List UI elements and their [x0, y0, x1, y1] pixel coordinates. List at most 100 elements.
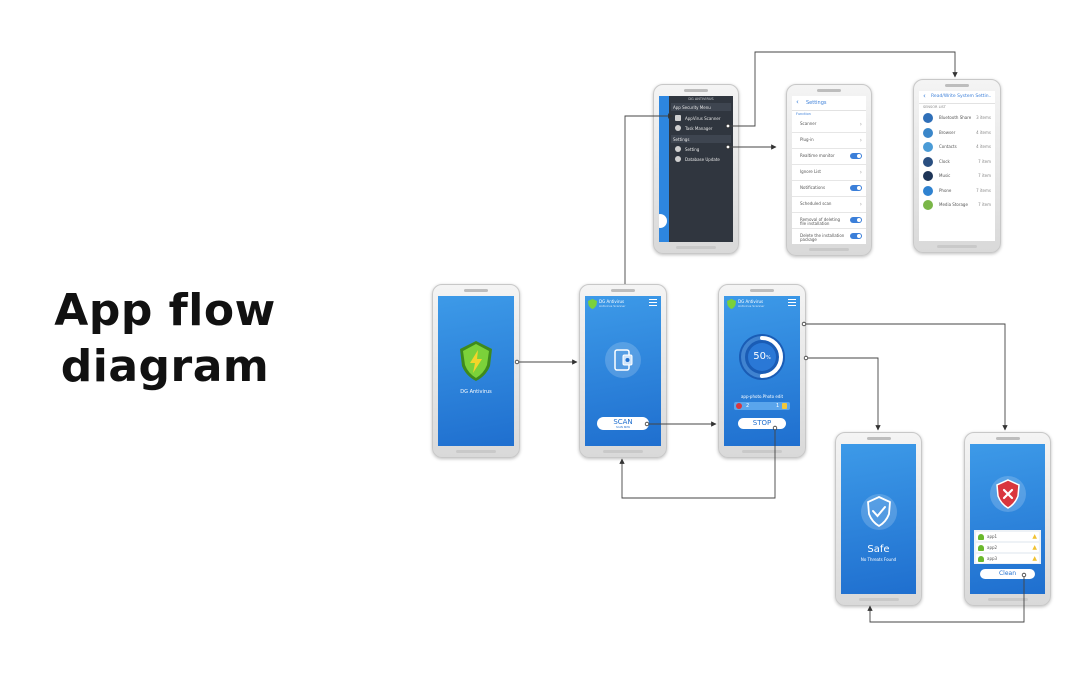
rw-row-count: 4 items — [976, 129, 991, 135]
threat-icon — [736, 403, 742, 409]
settings-row-label: Realtime monitor — [800, 153, 835, 158]
warning-icon: ▲ — [1032, 555, 1037, 562]
rw-row-label: Bluetooth Share — [939, 115, 972, 120]
phone-splash: DG Antivirus — [432, 284, 520, 458]
android-icon — [978, 544, 984, 551]
back-icon[interactable]: ‹ — [923, 92, 926, 100]
chevron-right-icon: › — [859, 169, 862, 176]
stop-label: STOP — [752, 419, 772, 427]
check-shield-icon — [861, 494, 897, 530]
settings-row[interactable]: Scanner› — [792, 118, 866, 133]
app-icon — [923, 127, 933, 138]
app-logo-icon — [727, 299, 736, 309]
warning-icon: ▲ — [1032, 533, 1037, 540]
splash-app-name: DG Antivirus — [460, 389, 492, 395]
settings-row-label: Notifications — [800, 185, 826, 190]
percent-value: 50 — [753, 351, 766, 362]
warning-icon: ▲ — [1032, 544, 1037, 551]
infected-app-row[interactable]: app2▲ — [976, 543, 1039, 552]
toggle-switch[interactable] — [850, 217, 862, 223]
settings-header: ‹ Settings — [792, 96, 866, 111]
menu-item-appvirus-scanner[interactable]: AppVirus Scanner — [673, 114, 729, 124]
rw-row-label: Music — [939, 173, 951, 178]
scanning-header: DG Antivirus — [738, 299, 764, 304]
scan-button[interactable]: SCAN SCAN NOW — [597, 417, 649, 430]
phone-settings: ‹ Settings Function Scanner›Plug-in› Real… — [786, 84, 872, 256]
settings-row[interactable]: Plug-in› — [792, 134, 866, 149]
menu-item-setting[interactable]: Setting — [673, 145, 729, 155]
threats-screen: app1▲ app2▲ app3▲ Clean — [970, 444, 1045, 594]
menu-header: DG ANTIVIRUS — [688, 97, 714, 101]
settings-section: Function — [796, 112, 811, 116]
clean-label: Clean — [998, 570, 1017, 577]
settings-row[interactable]: Scheduled scan› — [792, 198, 866, 213]
infected-app-row[interactable]: app1▲ — [976, 532, 1039, 541]
settings-row-label: Delete the installation package — [800, 233, 845, 242]
title-line2: diagram — [60, 341, 270, 392]
settings-row[interactable]: Realtime monitor — [792, 150, 866, 165]
settings-row[interactable]: Notifications — [792, 182, 866, 197]
current-file: app-photo.Photo edit — [740, 394, 784, 399]
rw-title: Read/Write System Settin.. — [931, 94, 992, 99]
settings-row[interactable]: Ignore List › — [792, 166, 866, 181]
rw-row[interactable]: Browser 4 items — [919, 126, 995, 140]
file-count: 1 — [776, 403, 780, 409]
rw-row-count: 3 items — [976, 115, 991, 120]
app-icon — [923, 142, 933, 152]
back-icon[interactable]: ‹ — [796, 98, 799, 106]
rw-row[interactable]: Bluetooth Share 3 items — [919, 111, 995, 125]
device-scan-icon — [605, 342, 641, 378]
menu-item-task-manager[interactable]: Task Manager — [673, 124, 729, 134]
menu-section-settings: Settings — [671, 135, 731, 143]
menu-item-database-update[interactable]: Database Update — [673, 155, 729, 165]
toggle-switch[interactable] — [850, 185, 862, 191]
settings-title: Settings — [806, 100, 827, 106]
settings-row[interactable]: Delete the installation package — [792, 230, 866, 244]
toggle-switch[interactable] — [850, 233, 862, 239]
menu-section-security: App Security Menu — [671, 103, 731, 111]
progress-percent: 50% — [738, 352, 786, 363]
scanning-screen: DG Antivirus Antivirus Scanner 50% app-p… — [724, 296, 800, 446]
rw-row-label: Browser — [939, 129, 956, 135]
rw-row-count: 4 items — [976, 144, 991, 149]
android-icon — [978, 533, 984, 540]
app-icon — [923, 156, 933, 167]
menu-icon[interactable] — [649, 299, 657, 306]
connector-scanning-safe — [806, 357, 881, 431]
gear-icon — [675, 146, 681, 152]
infected-app-row[interactable]: app3▲ — [976, 554, 1039, 563]
toggle-switch[interactable] — [850, 153, 862, 159]
lightning-shield-icon — [460, 341, 492, 381]
app-icon — [923, 185, 933, 196]
menu-icon[interactable] — [788, 299, 796, 306]
phone-menu: DG ANTIVIRUS App Security Menu AppVirus … — [653, 84, 739, 254]
infected-app-list: app1▲ app2▲ app3▲ — [974, 530, 1041, 564]
stop-button[interactable]: STOP — [738, 418, 786, 429]
clean-button[interactable]: Clean — [980, 569, 1035, 579]
title-line1: App flow — [54, 285, 276, 336]
threat-count: 2 — [746, 403, 750, 409]
rw-row-label: Clock — [939, 158, 950, 164]
rw-section: SENSOR LIST — [923, 105, 946, 109]
settings-row-label: Removal of deleting file installation — [800, 217, 841, 226]
app-logo-icon — [588, 299, 597, 309]
connector-scanning-threats — [804, 323, 1008, 431]
app-icon — [923, 113, 933, 123]
home-subheader: Antivirus Scanner — [599, 304, 626, 308]
settings-row-label: Ignore List — [800, 169, 821, 174]
scan-label: SCAN — [613, 418, 633, 426]
phone-scanning: DG Antivirus Antivirus Scanner 50% app-p… — [718, 284, 806, 458]
settings-row[interactable]: Removal of deleting file installation — [792, 214, 866, 229]
phone-safe: Safe No Threats Found — [835, 432, 922, 606]
cloud-icon — [675, 156, 681, 162]
scanner-icon — [675, 115, 681, 121]
phone-rw-settings: ‹ Read/Write System Settin.. SENSOR LIST… — [913, 79, 1001, 253]
app-icon — [923, 200, 933, 210]
chevron-right-icon: › — [859, 201, 862, 208]
progress-ring — [739, 334, 785, 380]
